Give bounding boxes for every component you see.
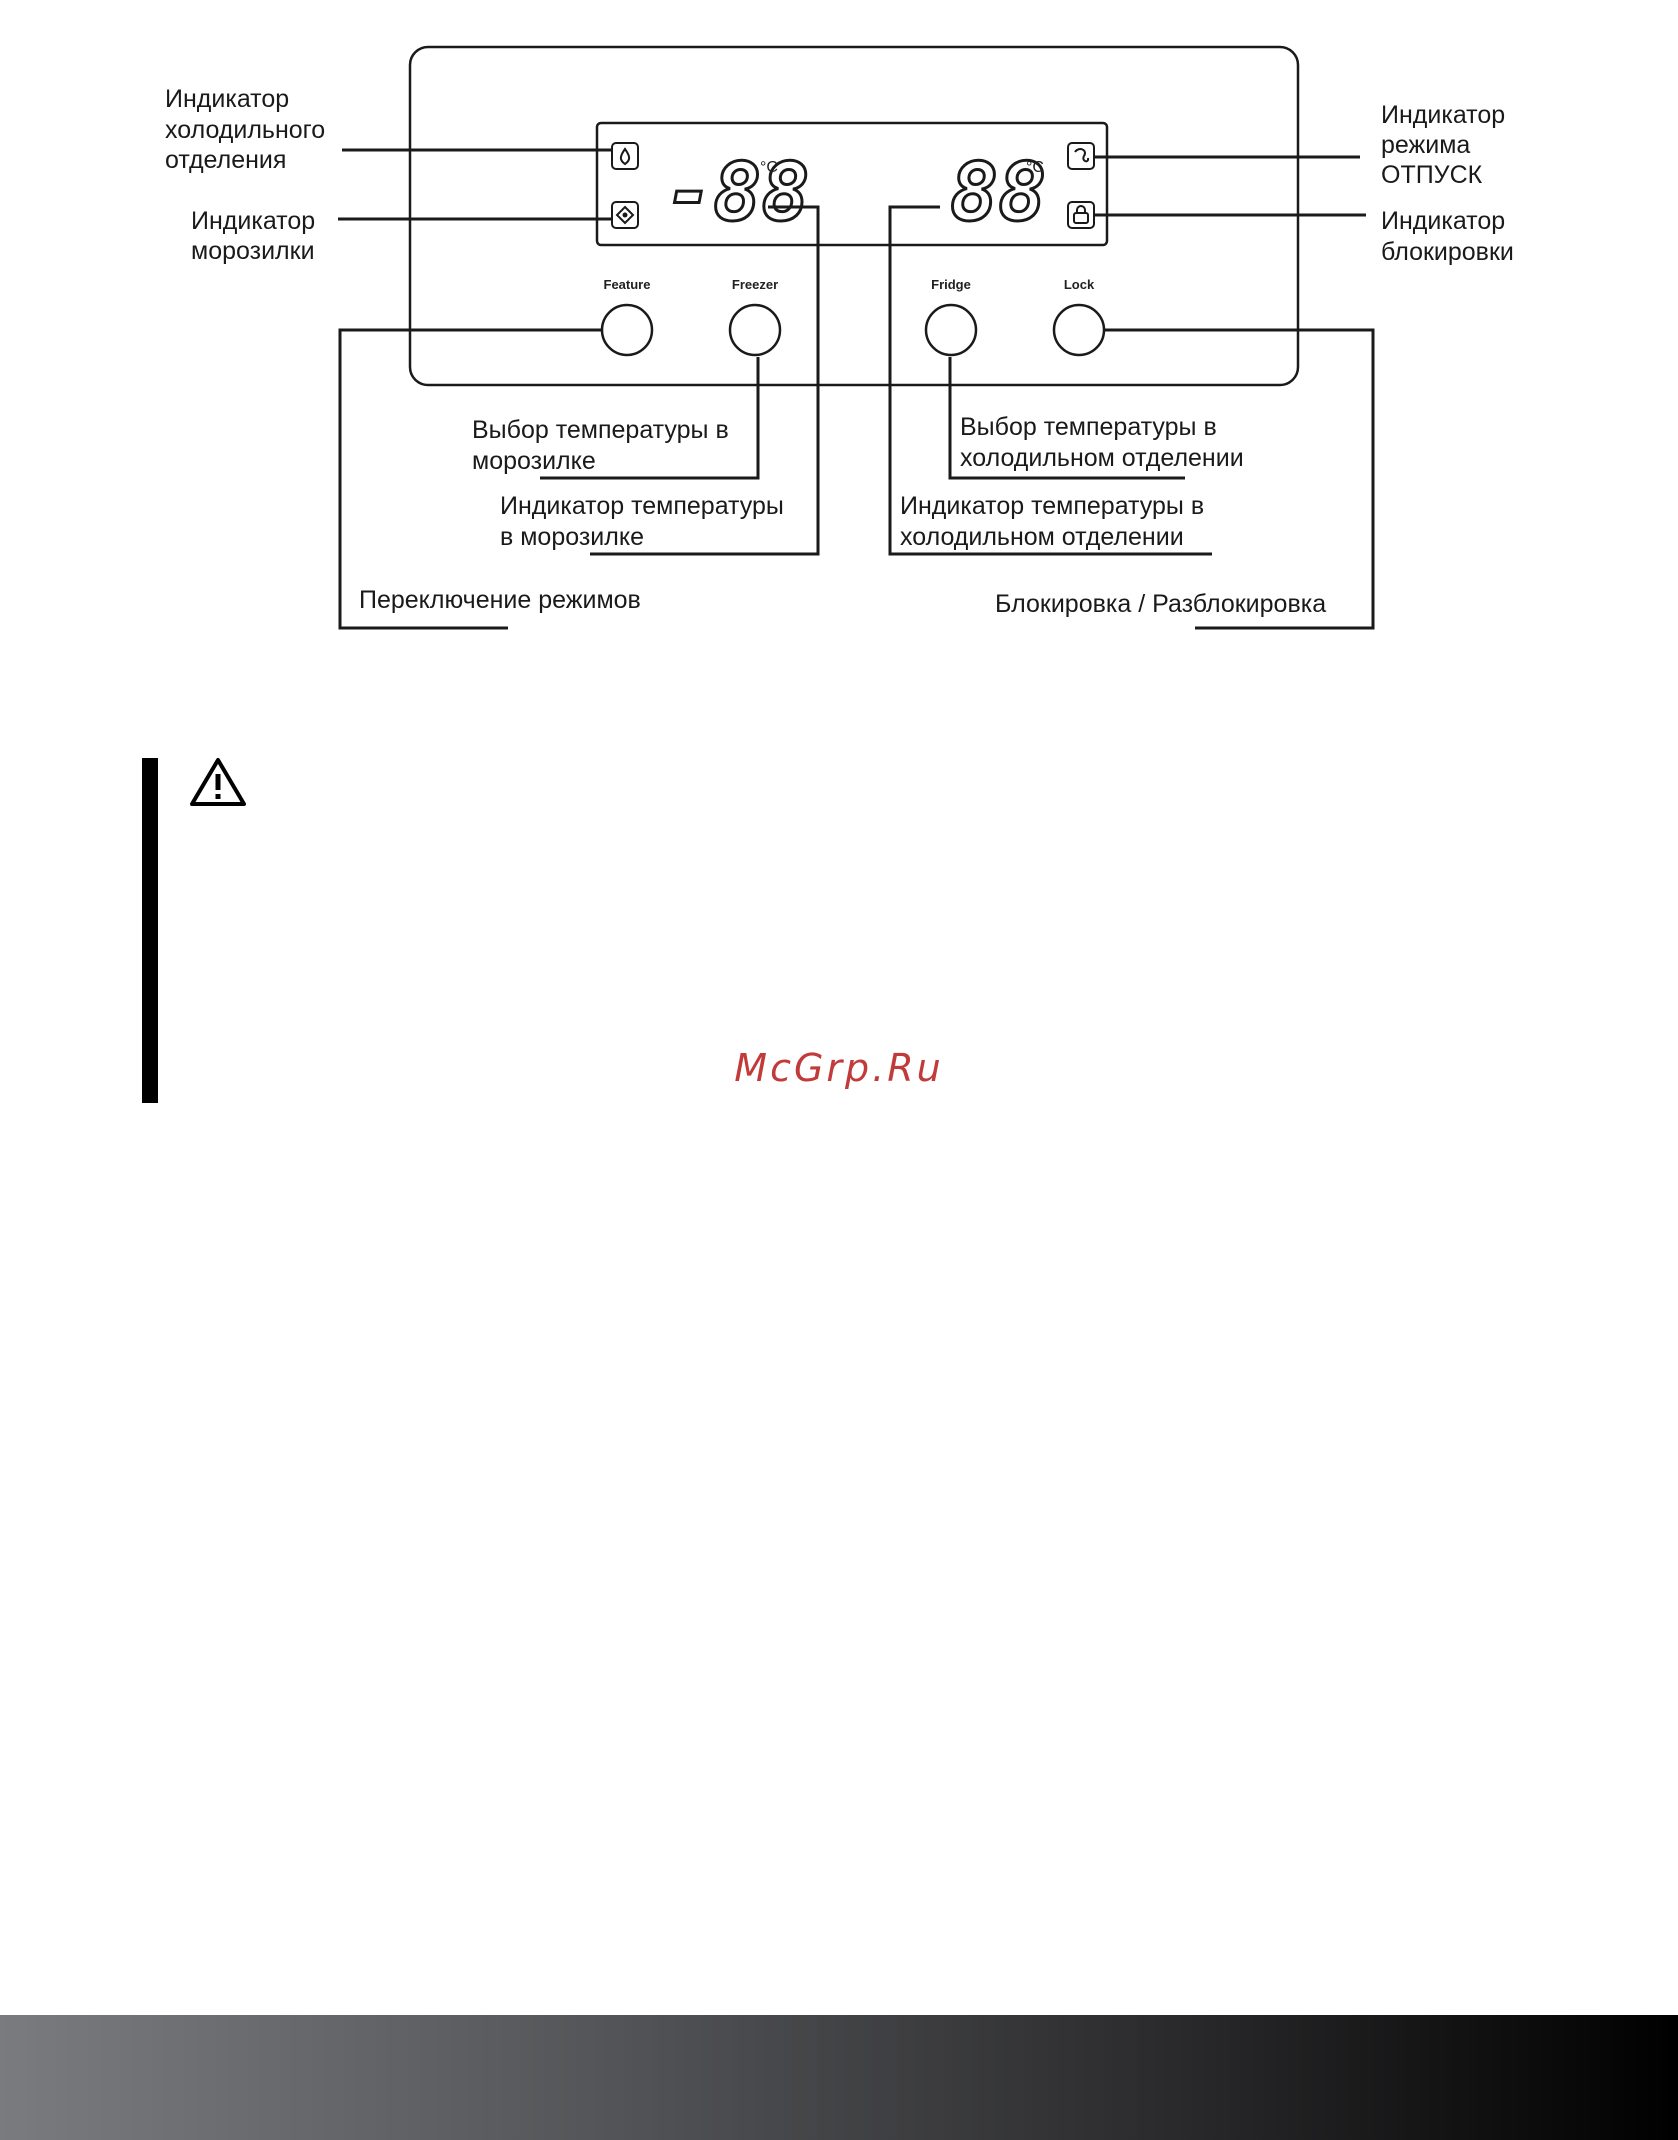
callout-lock-unlock: Блокировка / Разблокировка: [995, 590, 1326, 618]
leader-lock-unlock: [1104, 328, 1375, 630]
display-window: [595, 121, 1109, 247]
lock-button-label: Lock: [1064, 277, 1095, 292]
fridge-degree-unit: °C: [1026, 159, 1044, 176]
freezer-button[interactable]: [728, 303, 782, 357]
callout-vacation-indicator-line3: ОТПУСК: [1381, 161, 1483, 189]
callout-freezer-indicator-line2: морозилки: [191, 237, 315, 265]
callout-fridge-indicator-line1: Индикатор: [165, 85, 289, 113]
warning-icon: [190, 758, 246, 806]
control-panel-diagram: -88 °C 88 °C Feature Freezer Fridge Lock…: [165, 45, 1514, 630]
callout-freezer-temp-indicator-line1: Индикатор температуры: [500, 492, 784, 520]
fridge-button[interactable]: [924, 303, 978, 357]
fridge-temp-display: 88: [950, 146, 1046, 239]
watermark-text: McGrp.Ru: [734, 1046, 944, 1090]
callout-fridge-temp-select-line1: Выбор температуры в: [960, 413, 1217, 441]
leader-freezer-temp-indicator: [590, 205, 820, 556]
freezer-temp-display: -88: [665, 146, 810, 239]
callout-fridge-indicator-line3: отделения: [165, 146, 286, 174]
leader-fridge-temp-indicator: [888, 205, 1212, 556]
callout-lock-indicator-line2: блокировки: [1381, 238, 1514, 266]
feature-button[interactable]: [600, 303, 654, 357]
callout-fridge-indicator-line2: холодильного: [165, 116, 325, 144]
fridge-compartment-icon: [611, 142, 639, 170]
callout-fridge-temp-indicator-line2: холодильном отделении: [900, 523, 1184, 551]
callout-mode-switch: Переключение режимов: [359, 586, 641, 614]
leader-mode-switch: [338, 328, 602, 630]
feature-button-label: Feature: [604, 277, 651, 292]
warning-side-bar: [142, 758, 158, 1103]
callout-fridge-temp-select-line2: холодильном отделении: [960, 444, 1244, 472]
freezer-button-label: Freezer: [732, 277, 778, 292]
callout-freezer-temp-select-line2: морозилке: [472, 447, 596, 475]
lock-button[interactable]: [1052, 303, 1106, 357]
freezer-icon: [611, 201, 639, 229]
callout-vacation-indicator-line2: режима: [1381, 131, 1470, 159]
leader-freezer-temp-select: [540, 357, 760, 480]
callout-freezer-temp-select-line1: Выбор температуры в: [472, 416, 729, 444]
callout-freezer-temp-indicator-line2: в морозилке: [500, 523, 644, 551]
footer-gradient-bar: [0, 2015, 1678, 2140]
freezer-degree-unit: °C: [760, 159, 778, 176]
leader-fridge-temp-select: [948, 357, 1185, 480]
callout-fridge-temp-indicator-line1: Индикатор температуры в: [900, 492, 1204, 520]
fridge-button-label: Fridge: [931, 277, 971, 292]
callout-lock-indicator-line1: Индикатор: [1381, 207, 1505, 235]
callout-vacation-indicator-line1: Индикатор: [1381, 101, 1505, 129]
callout-freezer-indicator-line1: Индикатор: [191, 207, 315, 235]
